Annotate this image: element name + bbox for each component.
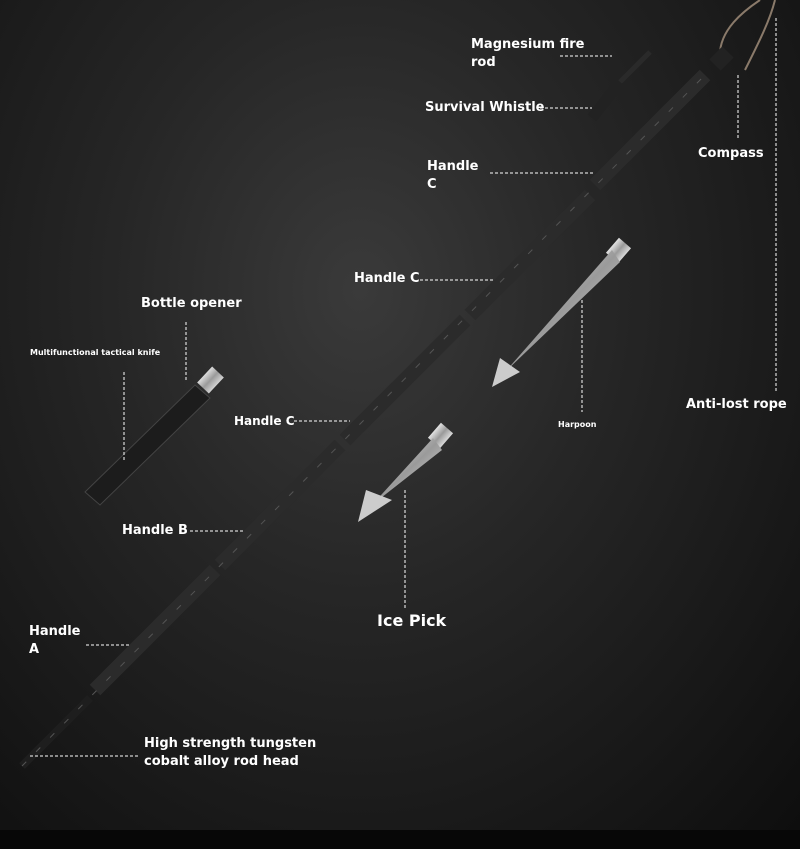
label-rod-head: High strength tungsten cobalt alloy rod … [144, 736, 317, 769]
leader-lines [30, 18, 777, 757]
bottom-bar [0, 830, 800, 849]
label-magnesium-fire-rod: Magnesium fire rod [471, 37, 585, 70]
compass-cap [709, 46, 734, 71]
magnesium-rod [618, 50, 652, 84]
ice-pick-part [358, 422, 454, 522]
label-anti-lost-rope: Anti-lost rope [686, 397, 787, 412]
whistle [587, 78, 625, 122]
label-handle-c-low: Handle C [234, 414, 295, 428]
label-compass: Compass [698, 146, 764, 161]
label-survival-whistle: Survival Whistle [425, 100, 545, 115]
label-handle-b: Handle B [122, 523, 188, 538]
label-tactical-knife: Multifunctional tactical knife [30, 348, 161, 357]
label-handle-c-top: Handle C [427, 159, 479, 192]
label-ice-pick: Ice Pick [377, 611, 447, 630]
harpoon-part [492, 237, 632, 387]
product-illustration [19, 0, 777, 769]
tactical-knife-part [84, 366, 224, 506]
product-diagram: Magnesium fire rod Survival Whistle Comp… [0, 0, 800, 830]
label-harpoon: Harpoon [558, 420, 597, 429]
label-handle-c-mid: Handle C [354, 271, 420, 286]
main-rod [19, 69, 711, 769]
label-bottle-opener: Bottle opener [141, 296, 242, 311]
label-handle-a: Handle A [29, 624, 81, 657]
